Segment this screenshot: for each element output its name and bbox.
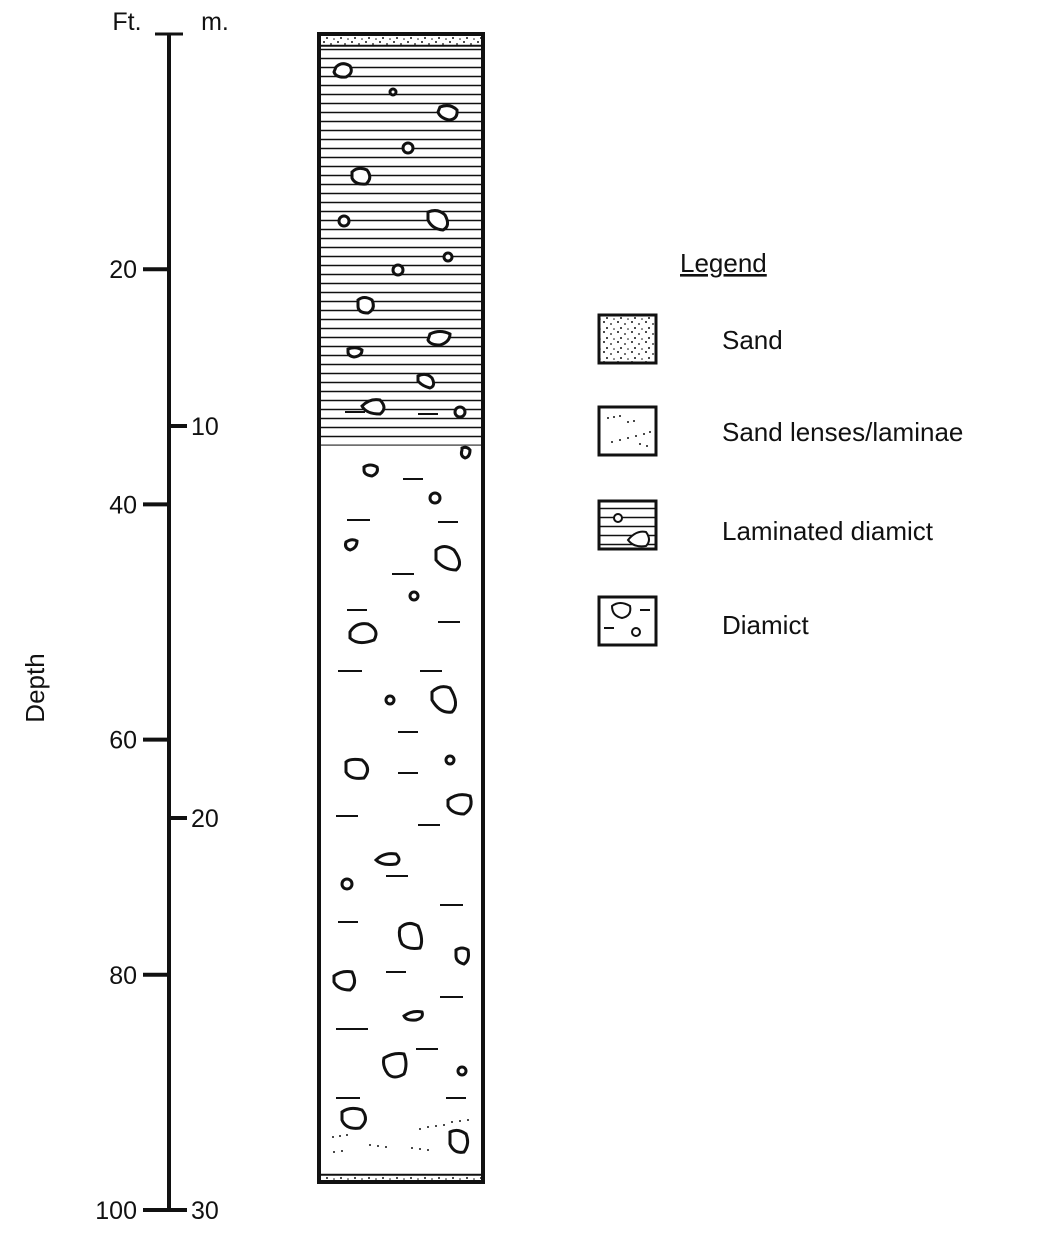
legend-label-sand-lenses: Sand lenses/laminae xyxy=(722,417,963,447)
meters-tick-label: 20 xyxy=(191,805,219,833)
legend-label-sand: Sand xyxy=(722,325,783,355)
legend-label-diamict: Diamict xyxy=(722,610,809,640)
sand-swatch xyxy=(599,315,656,363)
feet-tick-label: 20 xyxy=(109,256,137,284)
laminated-diamict-swatch-clast xyxy=(614,514,622,522)
legend-item-sand: Sand xyxy=(599,315,783,363)
feet-unit-label: Ft. xyxy=(112,8,141,36)
legend-label-laminated-diamict: Laminated diamict xyxy=(722,516,934,546)
legend: Legend Sand Sand lenses/laminae Laminate… xyxy=(599,248,963,645)
legend-item-laminated-diamict: Laminated diamict xyxy=(599,501,934,549)
legend-title: Legend xyxy=(680,248,767,278)
diamict-swatch-clast xyxy=(632,628,640,636)
feet-ticks: 20 40 60 80 100 xyxy=(95,256,169,1225)
stratigraphic-column xyxy=(319,34,483,1182)
depth-axis: Ft. m. 20 40 60 80 100 10 20 30 Depth xyxy=(20,8,229,1225)
feet-tick-label: 60 xyxy=(109,727,137,755)
meters-tick-label: 30 xyxy=(191,1197,219,1225)
meters-tick-label: 10 xyxy=(191,413,219,441)
legend-item-diamict: Diamict xyxy=(599,597,809,645)
sand-lenses-swatch xyxy=(599,407,656,455)
unit-laminated-diamict xyxy=(319,46,483,446)
feet-tick-label: 100 xyxy=(95,1197,137,1225)
meters-ticks: 10 20 30 xyxy=(169,413,219,1225)
legend-item-sand-lenses: Sand lenses/laminae xyxy=(599,407,963,455)
meters-unit-label: m. xyxy=(201,8,229,36)
feet-tick-label: 40 xyxy=(109,491,137,519)
column-units xyxy=(319,34,483,1182)
feet-tick-label: 80 xyxy=(109,962,137,990)
depth-axis-title: Depth xyxy=(20,653,50,722)
